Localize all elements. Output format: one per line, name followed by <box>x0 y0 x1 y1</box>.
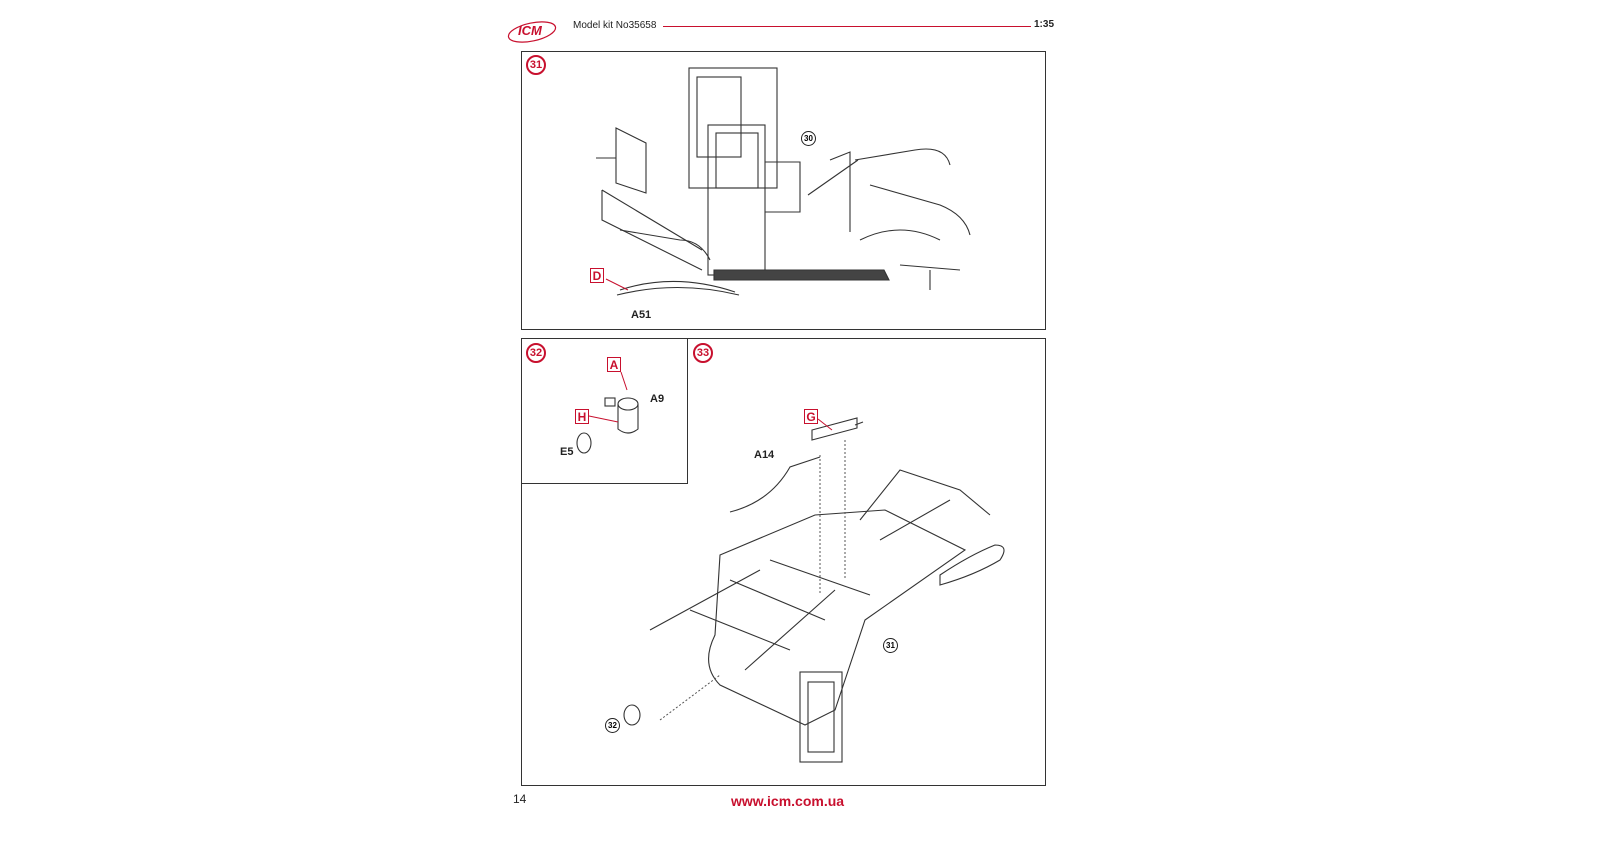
website-link[interactable]: www.icm.com.ua <box>731 793 845 809</box>
icm-logo: ICM <box>506 18 558 48</box>
part-a9: A9 <box>650 393 665 405</box>
part-a51: A51 <box>631 309 652 321</box>
scale-label: 1:35 <box>1034 19 1055 30</box>
part-e5: E5 <box>560 446 574 458</box>
model-kit-label: Model kit No35658 <box>573 20 657 31</box>
step-31-panel <box>521 51 1046 330</box>
step-31-badge: 31 <box>526 55 546 75</box>
step-33-badge: 33 <box>693 343 713 363</box>
step-32-badge: 32 <box>526 343 546 363</box>
step-32-panel <box>521 338 688 484</box>
step-33-panel <box>521 338 1046 786</box>
color-code-d: D <box>590 268 604 283</box>
header-rule <box>663 26 1031 27</box>
page-number: 14 <box>513 792 527 806</box>
ref-step-32: 32 <box>605 718 620 733</box>
logo-swoosh-icon <box>507 21 557 43</box>
color-code-a: A <box>607 357 621 372</box>
color-code-h: H <box>575 409 589 424</box>
part-a14: A14 <box>754 449 775 461</box>
ref-step-30: 30 <box>801 131 816 146</box>
ref-step-31: 31 <box>883 638 898 653</box>
color-code-g: G <box>804 409 818 424</box>
